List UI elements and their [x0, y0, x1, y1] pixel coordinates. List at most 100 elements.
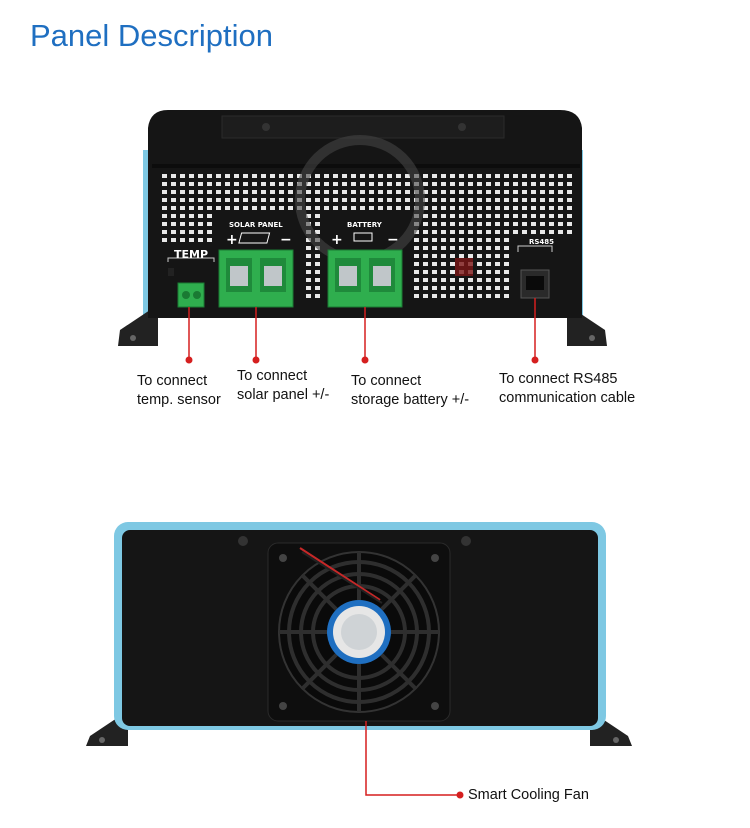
vent-hole	[225, 198, 230, 202]
vent-hole	[495, 262, 500, 266]
vent-hole	[558, 214, 563, 218]
vent-hole	[324, 190, 329, 194]
vent-hole	[441, 230, 446, 234]
vent-hole	[504, 246, 509, 250]
vent-hole	[225, 182, 230, 186]
vent-hole	[360, 198, 365, 202]
vent-hole	[324, 182, 329, 186]
vent-hole	[441, 270, 446, 274]
vent-hole	[171, 230, 176, 234]
vent-hole	[513, 174, 518, 178]
vent-hole	[486, 230, 491, 234]
vent-hole	[504, 286, 509, 290]
vent-hole	[306, 262, 311, 266]
vent-hole	[540, 174, 545, 178]
vent-hole	[504, 206, 509, 210]
vent-hole	[207, 206, 212, 210]
vent-hole	[261, 198, 266, 202]
vent-hole	[468, 294, 473, 298]
vent-hole	[504, 214, 509, 218]
vent-hole	[423, 182, 428, 186]
vent-hole	[288, 190, 293, 194]
vent-hole	[477, 190, 482, 194]
vent-hole	[495, 230, 500, 234]
vent-hole	[486, 238, 491, 242]
vent-hole	[198, 214, 203, 218]
vent-hole	[477, 198, 482, 202]
vent-hole	[369, 198, 374, 202]
vent-hole	[558, 190, 563, 194]
vent-hole	[387, 206, 392, 210]
fan-callout-line	[365, 721, 460, 796]
vent-hole	[261, 206, 266, 210]
fan-guard-spoke	[380, 574, 417, 611]
vent-hole	[567, 174, 572, 178]
vent-hole	[477, 174, 482, 178]
vent-hole	[441, 238, 446, 242]
vent-hole	[531, 198, 536, 202]
vent-hole	[378, 182, 383, 186]
vent-hole	[558, 230, 563, 234]
vent-hole	[486, 270, 491, 274]
vent-hole	[198, 190, 203, 194]
vent-hole	[441, 174, 446, 178]
vent-hole	[477, 262, 482, 266]
vent-hole	[279, 198, 284, 202]
vent-hole	[531, 174, 536, 178]
vent-hole	[423, 278, 428, 282]
vent-hole	[189, 214, 194, 218]
solar-panel-icon	[238, 232, 271, 244]
solar-callout-dot	[252, 356, 260, 364]
vent-hole	[504, 270, 509, 274]
vent-hole	[477, 270, 482, 274]
vent-hole	[234, 182, 239, 186]
vent-hole	[270, 190, 275, 194]
vent-hole	[279, 206, 284, 210]
vent-hole	[207, 222, 212, 226]
vent-hole	[306, 278, 311, 282]
vent-hole	[171, 222, 176, 226]
vent-hole	[396, 198, 401, 202]
vent-hole	[171, 182, 176, 186]
vent-hole	[504, 262, 509, 266]
vent-hole	[450, 198, 455, 202]
vent-hole	[207, 238, 212, 242]
vent-hole	[567, 230, 572, 234]
vent-hole	[486, 190, 491, 194]
vent-hole	[288, 198, 293, 202]
vent-hole	[198, 238, 203, 242]
vent-hole	[495, 190, 500, 194]
vent-hole	[198, 230, 203, 234]
vent-hole	[432, 174, 437, 178]
vent-hole	[441, 278, 446, 282]
fan-guard-spoke	[301, 574, 338, 611]
vent-hole	[450, 278, 455, 282]
vent-hole	[324, 174, 329, 178]
vent-hole	[432, 182, 437, 186]
vent-hole	[459, 278, 464, 282]
vent-hole	[405, 190, 410, 194]
vent-hole	[459, 294, 464, 298]
vent-hole	[459, 182, 464, 186]
vent-hole	[549, 190, 554, 194]
vent-hole	[522, 190, 527, 194]
vent-hole	[189, 222, 194, 226]
vent-hole	[432, 254, 437, 258]
vent-hole	[558, 222, 563, 226]
vent-hole	[270, 182, 275, 186]
vent-hole	[360, 174, 365, 178]
vent-hole	[261, 182, 266, 186]
vent-hole	[198, 206, 203, 210]
vent-hole	[414, 262, 419, 266]
vent-hole	[423, 222, 428, 226]
vent-hole	[162, 214, 167, 218]
vent-hole	[549, 214, 554, 218]
vent-hole	[405, 174, 410, 178]
temp-label: TEMP	[174, 248, 209, 261]
vent-hole	[540, 230, 545, 234]
vent-hole	[531, 214, 536, 218]
vent-hole	[468, 182, 473, 186]
vent-hole	[423, 214, 428, 218]
vent-hole	[315, 254, 320, 258]
